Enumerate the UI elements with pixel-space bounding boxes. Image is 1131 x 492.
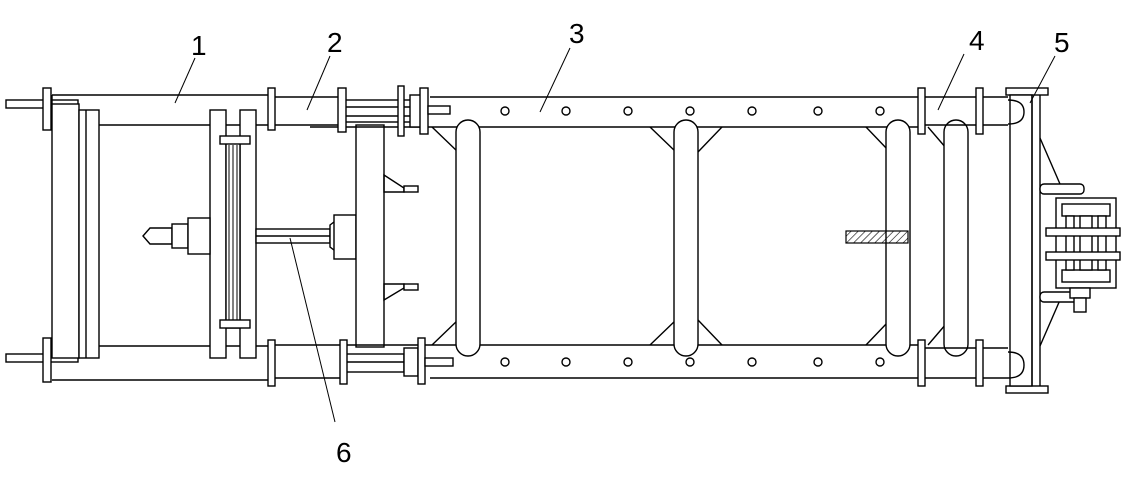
capsule-bar-1 xyxy=(455,119,481,357)
right-column xyxy=(1009,94,1033,387)
flange-top-left xyxy=(267,87,276,131)
flange-bottom-left xyxy=(267,339,276,387)
leader-6 xyxy=(289,237,336,423)
coupling-flanges-left xyxy=(267,87,276,387)
label-part-3: 3 xyxy=(569,18,585,49)
pointed-pin xyxy=(142,227,173,245)
carriage-plate xyxy=(142,109,257,359)
right-bottom-flange xyxy=(1005,385,1049,394)
hatched-block xyxy=(845,230,909,244)
part-labels: 1 2 3 4 5 6 xyxy=(191,18,1070,468)
flange-top-4b xyxy=(975,87,984,135)
left-end-plate xyxy=(51,103,80,359)
left-end-plate-inner xyxy=(78,109,100,359)
lower-rail xyxy=(275,344,918,379)
leader-3 xyxy=(539,47,571,113)
leader-5 xyxy=(1029,55,1056,104)
left-top-stud xyxy=(42,87,52,131)
leader-2 xyxy=(306,55,331,111)
capsule-bar-4 xyxy=(943,119,969,357)
label-part-6: 6 xyxy=(336,437,352,468)
flange-top-4a xyxy=(917,87,926,135)
label-part-1: 1 xyxy=(191,30,207,61)
vertical-cross-beam xyxy=(355,124,385,348)
upper-clamp-cylinder xyxy=(337,85,451,137)
label-part-2: 2 xyxy=(327,27,343,58)
leader-1 xyxy=(174,57,196,104)
leader-lines xyxy=(174,47,1056,423)
left-bottom-stud xyxy=(42,337,52,383)
piston-rod-assembly xyxy=(255,214,357,260)
right-top-flange xyxy=(1005,87,1049,96)
flange-bottom-4a xyxy=(917,339,926,387)
label-part-4: 4 xyxy=(969,25,985,56)
cross-beam-left xyxy=(355,124,419,348)
left-end-assembly xyxy=(5,87,270,383)
bolt-holes-lower xyxy=(500,357,885,367)
flange-bottom-4b xyxy=(975,339,984,387)
diagonal-braces xyxy=(431,126,947,346)
label-part-5: 5 xyxy=(1054,27,1070,58)
lower-clamp-cylinder xyxy=(339,337,454,385)
part-4-section xyxy=(917,87,1008,387)
bolt-holes-upper xyxy=(500,106,885,116)
capsule-bar-2 xyxy=(673,119,699,357)
leader-4 xyxy=(937,53,965,111)
right-end-head xyxy=(1005,87,1121,394)
